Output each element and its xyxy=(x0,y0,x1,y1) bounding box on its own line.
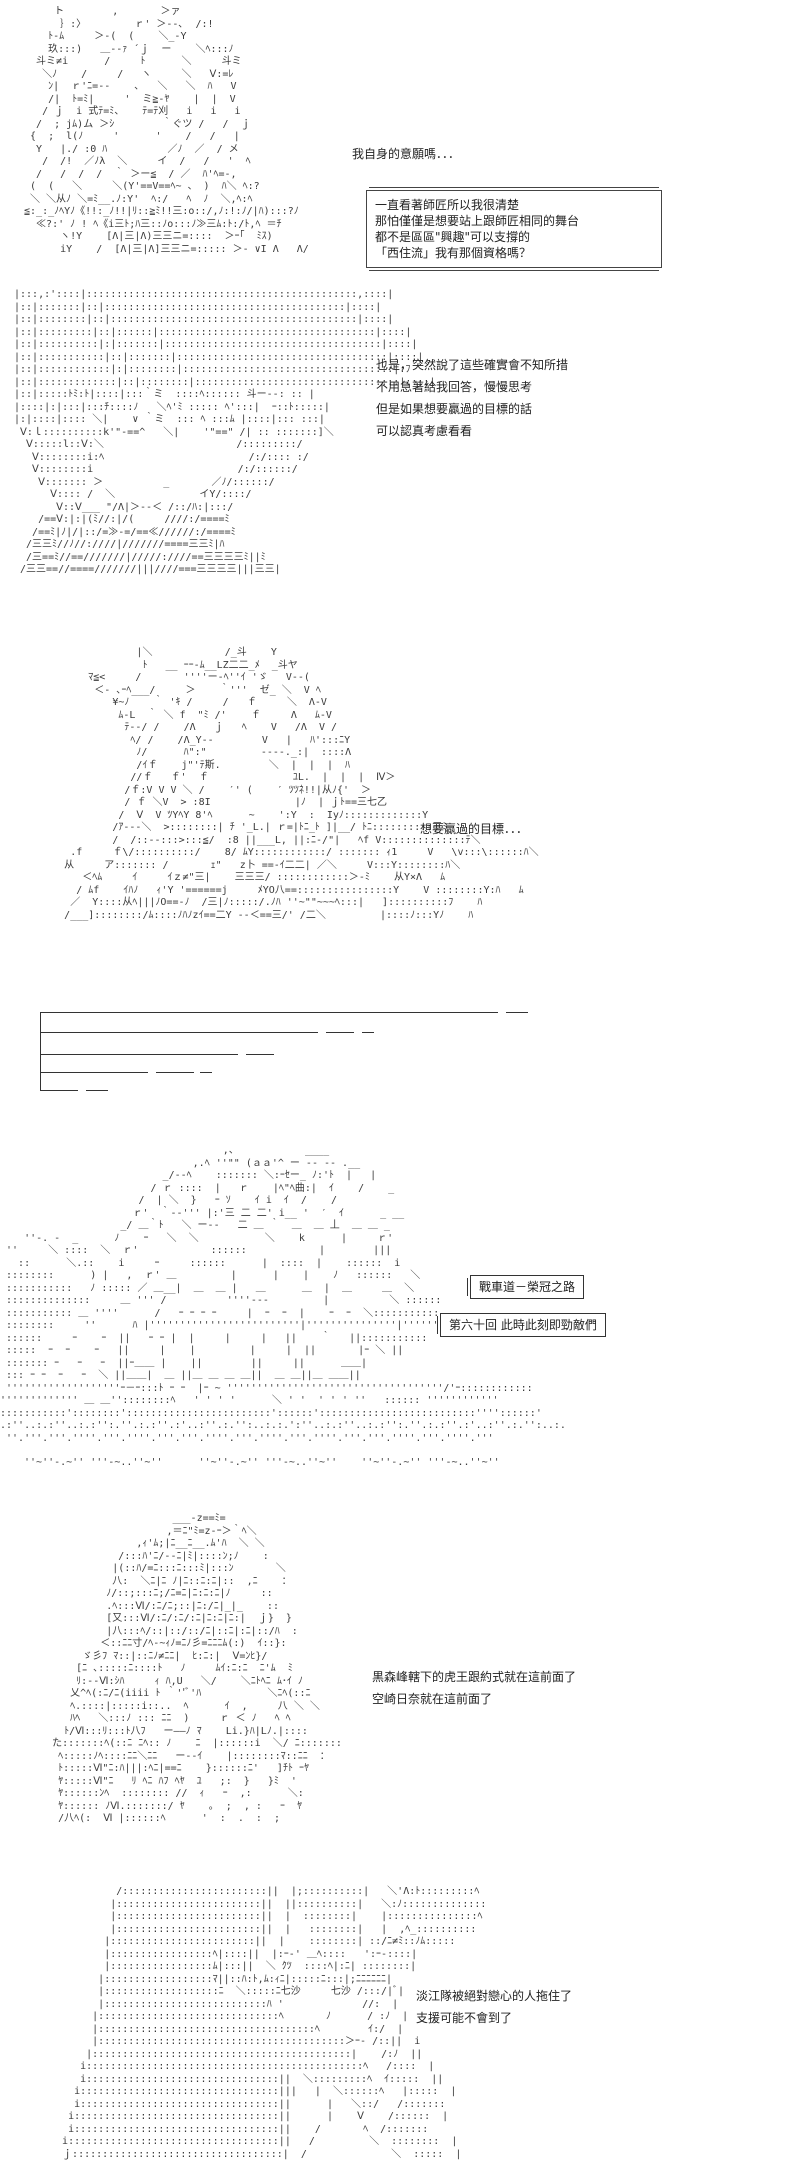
panel-2: |:::,:'::::|::::::::::::::::::::::::::::… xyxy=(0,285,800,620)
line-v xyxy=(40,1012,41,1090)
line-4b xyxy=(156,1072,194,1073)
line-4 xyxy=(40,1072,148,1073)
panel-7: /::::::::::::::::::::::::|| |;::::::::::… xyxy=(0,1880,800,2164)
panel-6: ___-z==ﾐ= ,＝ﾆ"ﾐ=z-ｰ＞｀ﾍ＼ ,ｨ'ﾑ;|ﾆ__ﾆ__.ﾑ'ﾊ… xyxy=(0,1505,800,1875)
panel-4-lines xyxy=(0,1000,800,1100)
chapter-title-box: 第六十回 此時此刻即勁敵們 xyxy=(437,1313,606,1337)
ascii-art-girl-thinking: ト , ＞ァ ｝:〉 ｒ' ＞--､ /:! ﾄ-ﾑ ＞-( ( ＼_-Y 玖:… xyxy=(24,6,309,255)
caption-panel-7: 淡江隊被絕對戀心的人拖住了 支援可能不會到了 xyxy=(416,1989,573,2025)
line-2b xyxy=(326,1032,354,1033)
line-3b xyxy=(246,1054,274,1055)
line-1 xyxy=(40,1012,498,1013)
ascii-art-tall-figure: /::::::::::::::::::::::::|| |;::::::::::… xyxy=(62,1886,487,2160)
series-title: 戰車道－榮冠之路 xyxy=(479,1280,576,1294)
panel-5-tank-title: ,、 ____ ,.ﾍ ''"" (ａａ'^ ー -- -- .__ _/--ﾍ… xyxy=(0,1135,800,1480)
line-3 xyxy=(40,1054,238,1055)
caption-panel-2: 也是，突然說了這些確實會不知所措 不用急著給我回答，慢慢思考 但是如果想要贏過的… xyxy=(376,358,569,438)
line-1b xyxy=(506,1012,528,1013)
ascii-art-girl-cap: ___-z==ﾐ= ,＝ﾆ"ﾐ=z-ｰ＞｀ﾍ＼ ,ｨ'ﾑ;|ﾆ__ﾆ__.ﾑ'ﾊ… xyxy=(52,1513,342,1824)
panel-1: ト , ＞ァ ｝:〉 ｒ' ＞--､ /:! ﾄ-ﾑ ＞-( ( ＼_-Y 玖:… xyxy=(0,0,800,280)
caption-panel-6: 黒森峰轄下的虎王跟約式就在這前面了 空崎日奈就在這前面了 xyxy=(372,1670,577,1706)
panel-3: |＼ /_斗 Y ﾄ __ ｰｰ-ﾑ__LZ二二_ﾒ _斗ヤ ﾏ≦< / '''… xyxy=(0,645,800,990)
caption-panel-1: 我自身的意願嗎．．． xyxy=(352,147,461,161)
speech-box-panel-1: 一直看著師匠所以我很清楚 那怕僅僅是想要站上跟師匠相同的舞台 都不是區區"興趣"… xyxy=(366,187,662,271)
line-5 xyxy=(40,1090,78,1091)
ascii-art-tank: ,、 ____ ,.ﾍ ''"" (ａａ'^ ー -- -- .__ _/--ﾍ… xyxy=(0,1145,566,1444)
ascii-art-woman-smiling: |:::,:'::::|::::::::::::::::::::::::::::… xyxy=(14,289,436,575)
ascii-art-ground-dust: ''~''-.~'' '''-~..''~'' ''~''-.~'' '''-~… xyxy=(24,1457,500,1468)
line-4c xyxy=(200,1072,212,1073)
ascii-art-girl-kneeling: |＼ /_斗 Y ﾄ __ ｰｰ-ﾑ__LZ二二_ﾒ _斗ヤ ﾏ≦< / '''… xyxy=(64,647,539,921)
line-2c xyxy=(362,1032,374,1033)
chapter-title: 第六十回 此時此刻即勁敵們 xyxy=(449,1318,597,1332)
line-2 xyxy=(40,1032,318,1033)
line-5b xyxy=(86,1090,108,1091)
caption-panel-3: 想要贏過的目標．．． xyxy=(420,822,529,836)
series-title-box: 戰車道－榮冠之路 xyxy=(466,1275,585,1299)
